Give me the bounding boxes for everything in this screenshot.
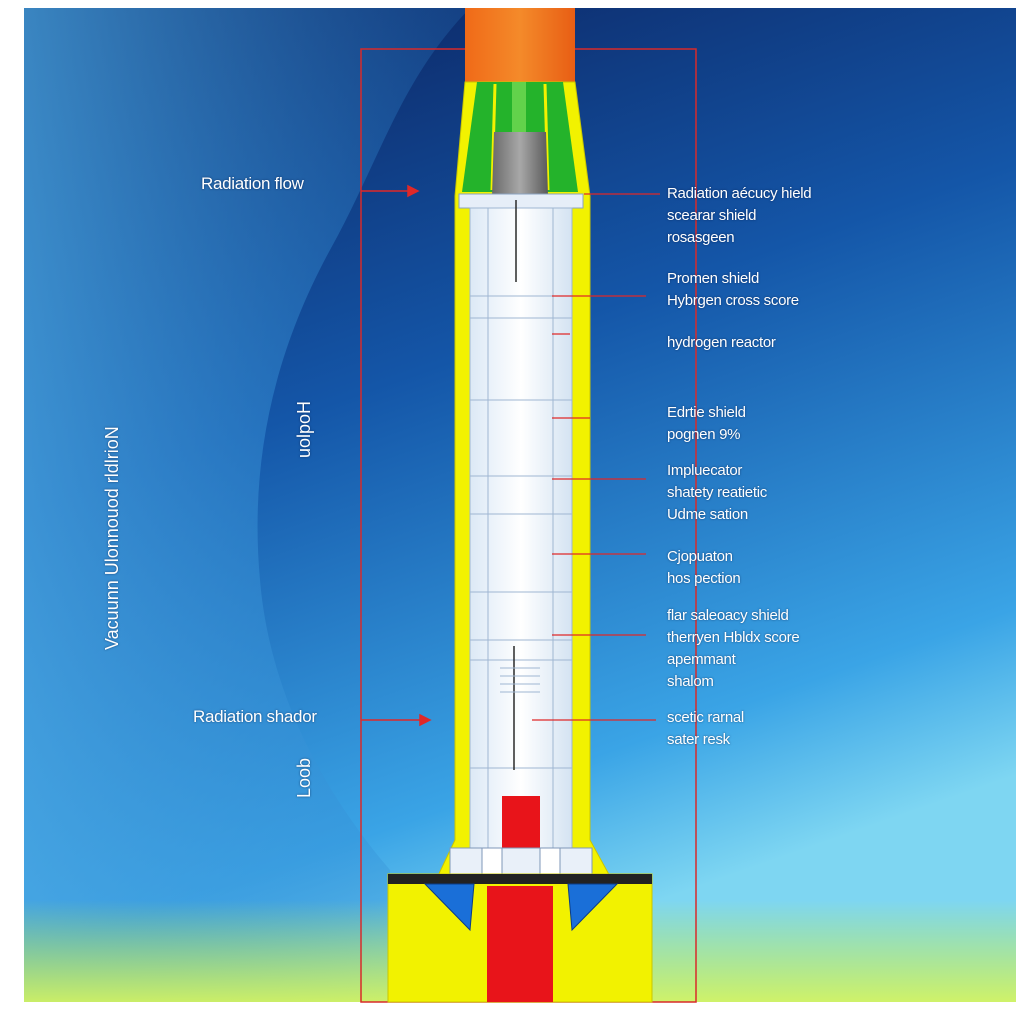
callout-line: sater resk [667,731,730,748]
left-arrows [361,184,432,727]
callout-7: flar saleoacy shield therryen Hbldx scor… [667,605,800,693]
green-divider [543,83,550,191]
blue-wedge-left [423,883,475,932]
vertical-label-far-left: Vacuunn Ulonnouod rldlrioN [102,426,122,650]
callout-line: Cjopuaton [667,548,733,565]
callout-line: scearar shield [667,207,757,224]
callout-line: flar saleoacy shield [667,607,789,624]
callout-line: Edrtie shield [667,404,746,421]
top-orange-cylinder [465,8,575,82]
callout-line: rosasgeen [667,229,735,246]
callout-line: Udme sation [667,506,748,523]
lower-collar [449,847,593,875]
label-radiation-flow: Radiation flow [201,174,304,193]
upper-collar [458,193,584,209]
callout-line: shatety reatietic [667,484,767,501]
vertical-label-mid-upper: uolpoH [294,400,314,458]
inner-rungs [500,667,540,693]
callout-line: hos pection [667,570,741,587]
callout-line: shalom [667,673,714,690]
callout-line: therryen Hbldx score [667,629,800,646]
tube-segment-lines [470,208,572,848]
callout-6: Cjopuaton hos pection [667,546,741,590]
blue-wedge-right [567,883,619,932]
callout-2: Promen shield Hybrgen cross score [667,268,799,312]
callout-1: Radiation aécucy hield scearar shield ro… [667,183,812,249]
callout-5: Impluecator shatety reatietic Udme satio… [667,460,767,526]
callout-leader-lines [532,193,660,721]
lower-collar-right [539,847,561,875]
callout-3: hydrogen reactor [667,332,776,354]
callout-line: scetic rarnal [667,709,744,726]
red-core-base-overlay [487,886,553,1002]
callout-line: Impluecator [667,462,743,479]
green-divider [490,83,497,191]
callout-line: Hybrgen cross score [667,292,799,309]
inner-tube [469,207,573,849]
callout-4: Edrtie shield pognen 9% [667,402,746,446]
label-radiation-shadow: Radiation shador [193,707,317,726]
callout-line: apemmant [667,651,736,668]
grey-cap [492,132,548,196]
vertical-label-mid-lower: Loob [294,757,314,798]
callout-line: Radiation aécucy hield [667,185,812,202]
callout-8: scetic rarnal sater resk [667,707,744,751]
callout-line: Promen shield [667,270,759,287]
callout-line: pognen 9% [667,426,741,443]
base-platform-top [388,874,652,884]
callout-line: hydrogen reactor [667,334,776,351]
left-light-region [24,8,470,1002]
lower-collar-left [481,847,503,875]
